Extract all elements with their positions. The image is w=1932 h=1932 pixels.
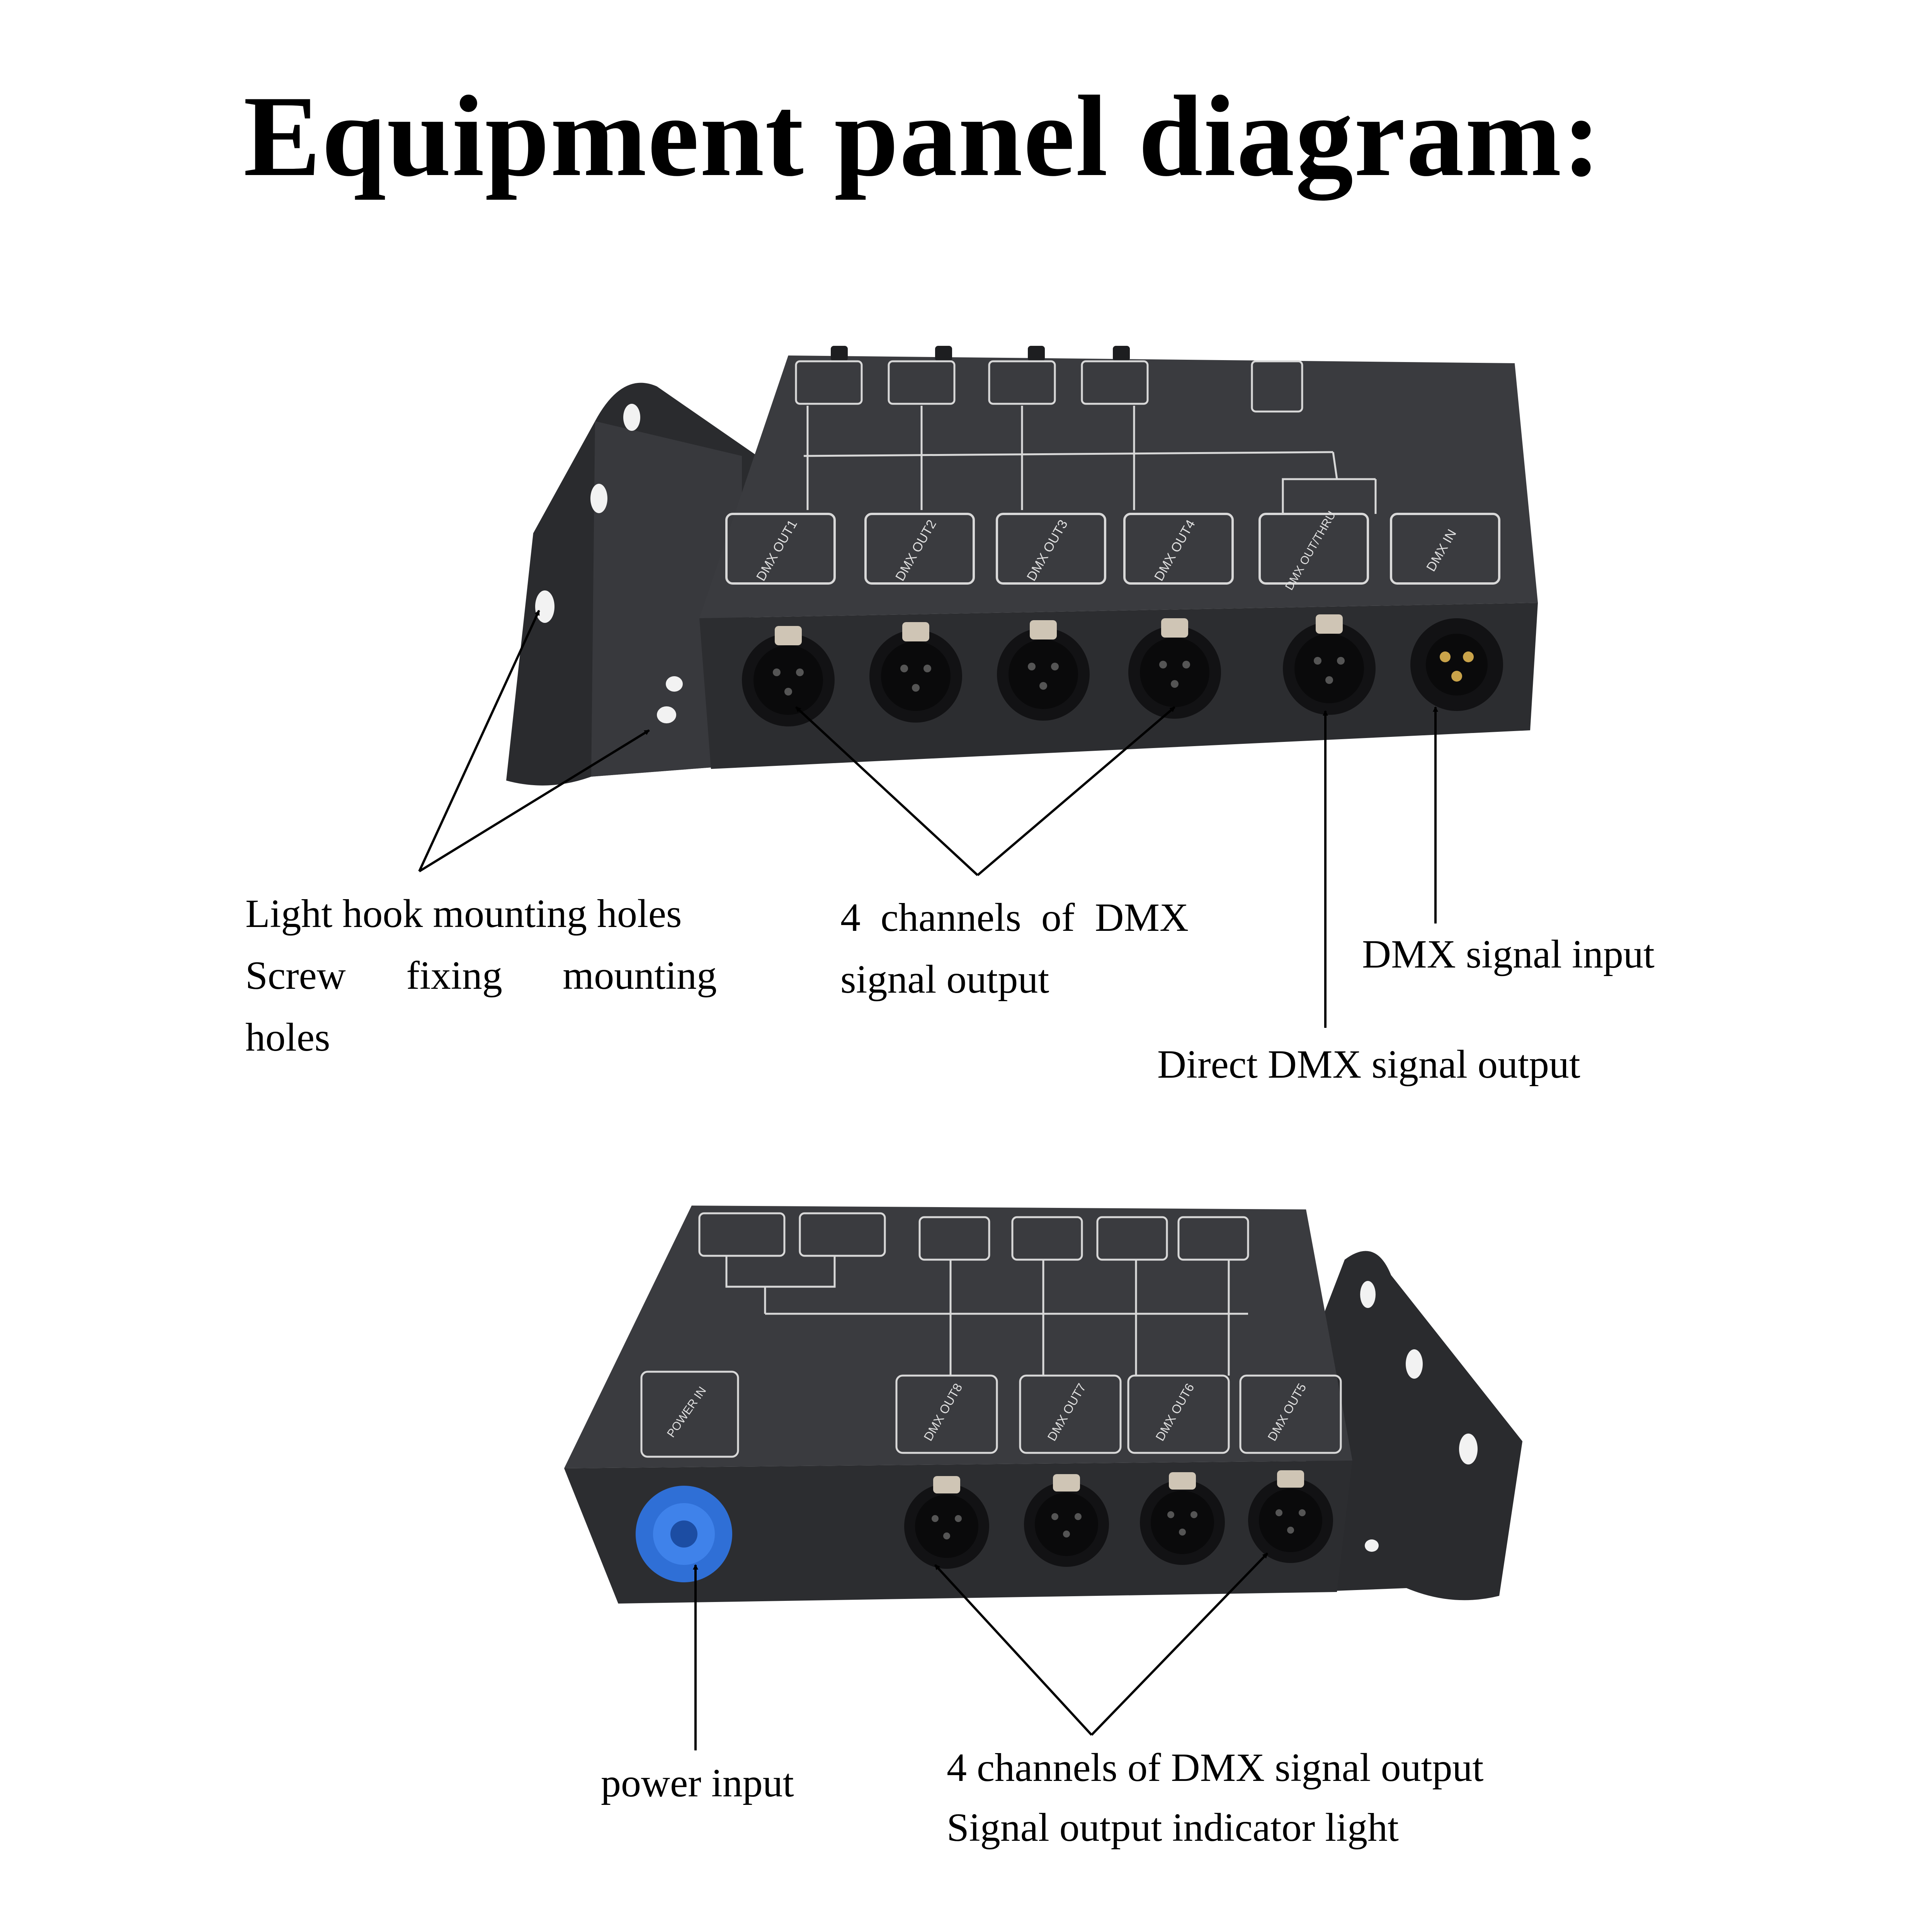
label-dmx-input: DMX signal input [1362, 932, 1655, 976]
top-mounting-bracket [506, 383, 757, 786]
label-holes: holes [245, 1015, 330, 1060]
label-direct-output: Direct DMX signal output [1157, 1042, 1580, 1087]
bottom-xlr-connectors [904, 1470, 1333, 1569]
page-title: Equipment panel diagram: [243, 72, 1602, 200]
xlr-out5 [1248, 1470, 1333, 1563]
hook-hole-2 [590, 484, 607, 513]
xlr-out4 [1128, 618, 1221, 719]
label-screw-word: Screw [245, 953, 346, 998]
xlr-out1 [742, 626, 835, 726]
label-bottom-channels: 4 channels of DMX signal output [947, 1745, 1484, 1790]
arrow-bottom-channels-right [1090, 1552, 1269, 1736]
xlr-out8 [904, 1476, 989, 1569]
screw-hole-2 [657, 706, 676, 723]
label-channels-line2: signal output [840, 957, 1049, 1002]
label-light-hook-holes: Light hook mounting holes [245, 891, 682, 936]
hook-hole-3 [535, 590, 554, 623]
arrow-bottom-channels-left [934, 1564, 1093, 1736]
xlr-thru [1283, 614, 1376, 715]
screw-hole-1 [666, 676, 683, 692]
arrow-hook-holes [418, 610, 540, 872]
label-channels-line1: 4 channels of DMX [840, 895, 1189, 940]
arrow-channels-left [795, 706, 979, 876]
xlr-out7 [1024, 1474, 1109, 1567]
hook-hole-1 [623, 404, 640, 431]
xlr-out2 [869, 622, 962, 723]
power-connector [636, 1486, 732, 1582]
xlr-out6 [1140, 1472, 1225, 1565]
xlr-out3 [997, 620, 1090, 721]
arrow-channels-right [977, 706, 1175, 876]
label-screw-fixing-row: Screw fixing mounting [245, 947, 717, 1005]
arrow-screw-holes [418, 729, 650, 872]
top-panel-surface [699, 355, 1538, 618]
xlr-in [1410, 618, 1503, 711]
label-power-input: power input [601, 1761, 794, 1805]
label-indicator-light: Signal output indicator light [947, 1805, 1399, 1850]
label-fixing-word: fixing [406, 953, 502, 998]
top-device-photo: DMX OUT1 DMX OUT2 DMX OUT3 DMX OUT4 DMX … [506, 346, 1538, 786]
top-xlr-connectors [742, 614, 1503, 726]
bottom-panel-surface [564, 1206, 1352, 1468]
bottom-mounting-bracket [1306, 1251, 1522, 1600]
label-mounting-word: mounting [563, 953, 717, 998]
